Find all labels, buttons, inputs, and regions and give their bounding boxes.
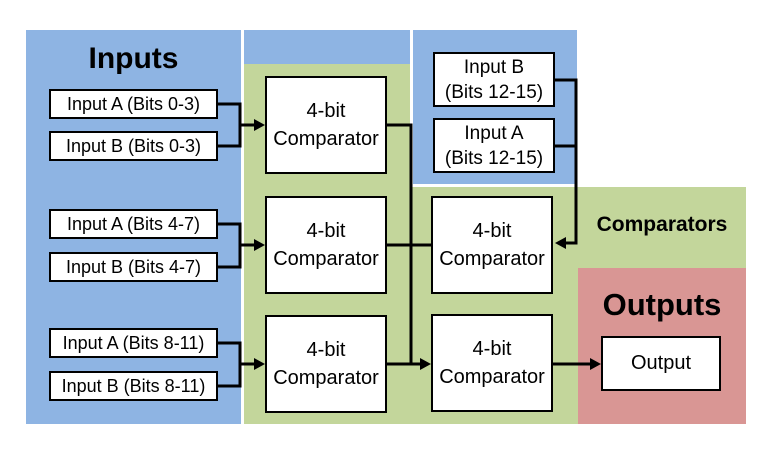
comparator-label: Comparator <box>273 248 379 270</box>
output-box: Output <box>601 336 721 391</box>
input-box-a-12-15: Input A (Bits 12-15) <box>433 118 555 173</box>
title-comparators: Comparators <box>596 213 728 236</box>
comparator-label: 4-bit <box>306 220 346 242</box>
input-box-b-0-3: Input B (Bits 0-3) <box>49 131 218 161</box>
title-outputs: Outputs <box>602 287 722 322</box>
input-box-a-0-3: Input A (Bits 0-3) <box>49 89 218 119</box>
comparator-label: Comparator <box>273 128 379 150</box>
input-label: Input A (Bits 0-3) <box>66 94 201 114</box>
comparator-box-2: 4-bit Comparator <box>265 196 387 294</box>
comparator-label: 4-bit <box>306 100 346 122</box>
comparator-label: Comparator <box>439 366 545 388</box>
input-label: Input B <box>463 56 525 78</box>
input-box-b-8-11: Input B (Bits 8-11) <box>49 371 218 401</box>
input-label: Input B (Bits 0-3) <box>65 136 202 156</box>
input-box-b-4-7: Input B (Bits 4-7) <box>49 252 218 282</box>
input-label: (Bits 12-15) <box>444 81 544 103</box>
region-inputs-middle-band <box>244 30 410 64</box>
comparator-label: 4-bit <box>472 220 512 242</box>
input-box-b-12-15: Input B (Bits 12-15) <box>433 52 555 107</box>
input-label: (Bits 12-15) <box>444 147 544 169</box>
comparator-label: 4-bit <box>472 338 512 360</box>
comparator-label: Comparator <box>439 248 545 270</box>
comparator-label: 4-bit <box>306 339 346 361</box>
input-label: Input A (Bits 4-7) <box>66 214 201 234</box>
comparator-box-3: 4-bit Comparator <box>265 315 387 413</box>
input-label: Input A (Bits 8-11) <box>62 333 205 353</box>
comparator-box-1: 4-bit Comparator <box>265 76 387 174</box>
input-label: Input B (Bits 4-7) <box>65 257 202 277</box>
input-label: Input B (Bits 8-11) <box>61 376 206 396</box>
comparator-box-4: 4-bit Comparator <box>431 196 553 294</box>
comparator-box-5: 4-bit Comparator <box>431 314 553 412</box>
comparator-label: Comparator <box>273 367 379 389</box>
input-label: Input A <box>464 122 524 144</box>
title-inputs: Inputs <box>88 42 179 75</box>
input-box-a-4-7: Input A (Bits 4-7) <box>49 209 218 239</box>
output-label: Output <box>630 352 692 374</box>
input-box-a-8-11: Input A (Bits 8-11) <box>49 328 218 358</box>
